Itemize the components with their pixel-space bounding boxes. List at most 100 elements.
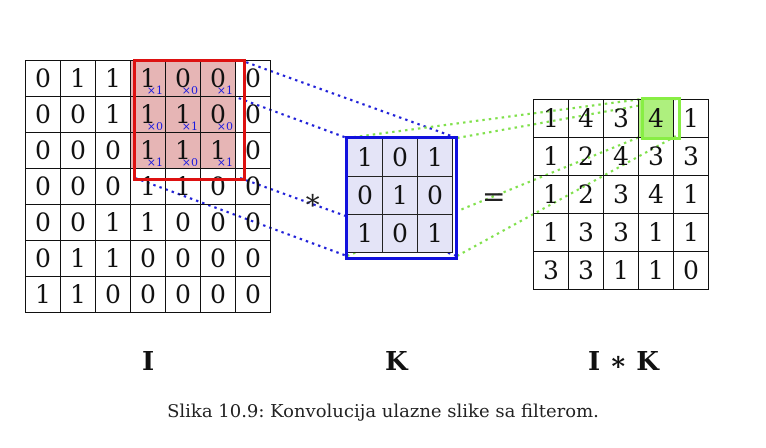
cell-value: 1 [175,172,191,201]
cell-value: 1 [140,64,156,93]
output-cell: 1 [533,213,569,252]
output-cell: 3 [568,213,604,252]
cell-value: 1 [70,280,86,309]
kernel-cell: 0 [417,176,453,215]
output-cell: 2 [568,137,604,176]
cell-value: 1 [210,136,226,165]
kernel-cell: 1 [382,176,418,215]
input-cell: 0×1 [200,60,236,97]
cell-value: 4 [648,104,664,133]
cell-value: 1 [140,208,156,237]
input-cell: 1 [25,276,61,313]
cell-value: 0 [210,208,226,237]
output-cell: 3 [673,137,709,176]
input-label: I [142,347,155,377]
cell-value: 0 [105,172,121,201]
cell-value: 0 [392,219,408,248]
cell-value: 0 [357,181,373,210]
kernel-weight-annotation: ×0 [181,156,198,169]
input-cell: 1×1 [200,132,236,169]
output-cell: 1 [638,251,674,290]
input-cell: 0 [235,276,271,313]
output-cell: 1 [603,251,639,290]
cell-value: 0 [140,244,156,273]
cell-value: 1 [105,208,121,237]
cell-value: 1 [683,218,699,247]
kernel-cell: 1 [347,214,383,253]
cell-value: 2 [578,180,594,209]
input-cell: 0 [25,132,61,169]
input-cell: 0 [235,204,271,241]
cell-value: 1 [105,244,121,273]
kernel-weight-annotation: ×1 [146,84,163,97]
output-cell: 1 [533,99,569,138]
output-cell: 3 [603,213,639,252]
output-cell: 4 [638,175,674,214]
cell-value: 3 [578,256,594,285]
cell-value: 0 [105,136,121,165]
cell-value: 0 [105,280,121,309]
cell-value: 0 [175,280,191,309]
input-cell: 1×1 [130,60,166,97]
cell-value: 1 [35,280,51,309]
cell-value: 0 [140,280,156,309]
cell-value: 1 [140,136,156,165]
input-cell: 1 [60,240,96,277]
output-label: I ∗ K [588,347,659,377]
cell-value: 3 [578,218,594,247]
cell-value: 0 [175,64,191,93]
input-cell: 1×0 [165,132,201,169]
cell-value: 0 [210,244,226,273]
input-cell: 1×1 [165,96,201,133]
input-cell: 0 [130,240,166,277]
kernel-cell: 0 [347,176,383,215]
cell-value: 0 [210,280,226,309]
cell-value: 1 [392,181,408,210]
kernel-weight-annotation: ×0 [216,120,233,133]
input-cell: 0 [235,132,271,169]
cell-value: 1 [175,136,191,165]
kernel-weight-annotation: ×1 [216,156,233,169]
cell-value: 2 [578,142,594,171]
kernel-cell: 1 [417,214,453,253]
cell-value: 0 [70,208,86,237]
input-cell: 1 [60,60,96,97]
cell-value: 0 [35,244,51,273]
cell-value: 1 [543,104,559,133]
connector-line [239,58,458,140]
cell-value: 0 [210,64,226,93]
input-cell: 0 [25,60,61,97]
cell-value: 0 [35,64,51,93]
cell-value: 0 [175,244,191,273]
input-cell: 0 [60,168,96,205]
output-cell: 1 [533,137,569,176]
cell-value: 1 [105,64,121,93]
cell-value: 3 [543,256,559,285]
kernel-weight-annotation: ×0 [146,120,163,133]
cell-value: 1 [648,218,664,247]
cell-value: 0 [210,172,226,201]
cell-value: 4 [578,104,594,133]
input-cell: 0 [235,240,271,277]
cell-value: 4 [613,142,629,171]
input-cell: 0 [60,96,96,133]
cell-value: 0 [70,136,86,165]
cell-value: 0 [70,172,86,201]
input-cell: 1 [95,240,131,277]
cell-value: 0 [175,208,191,237]
cell-value: 0 [392,143,408,172]
cell-value: 1 [357,219,373,248]
